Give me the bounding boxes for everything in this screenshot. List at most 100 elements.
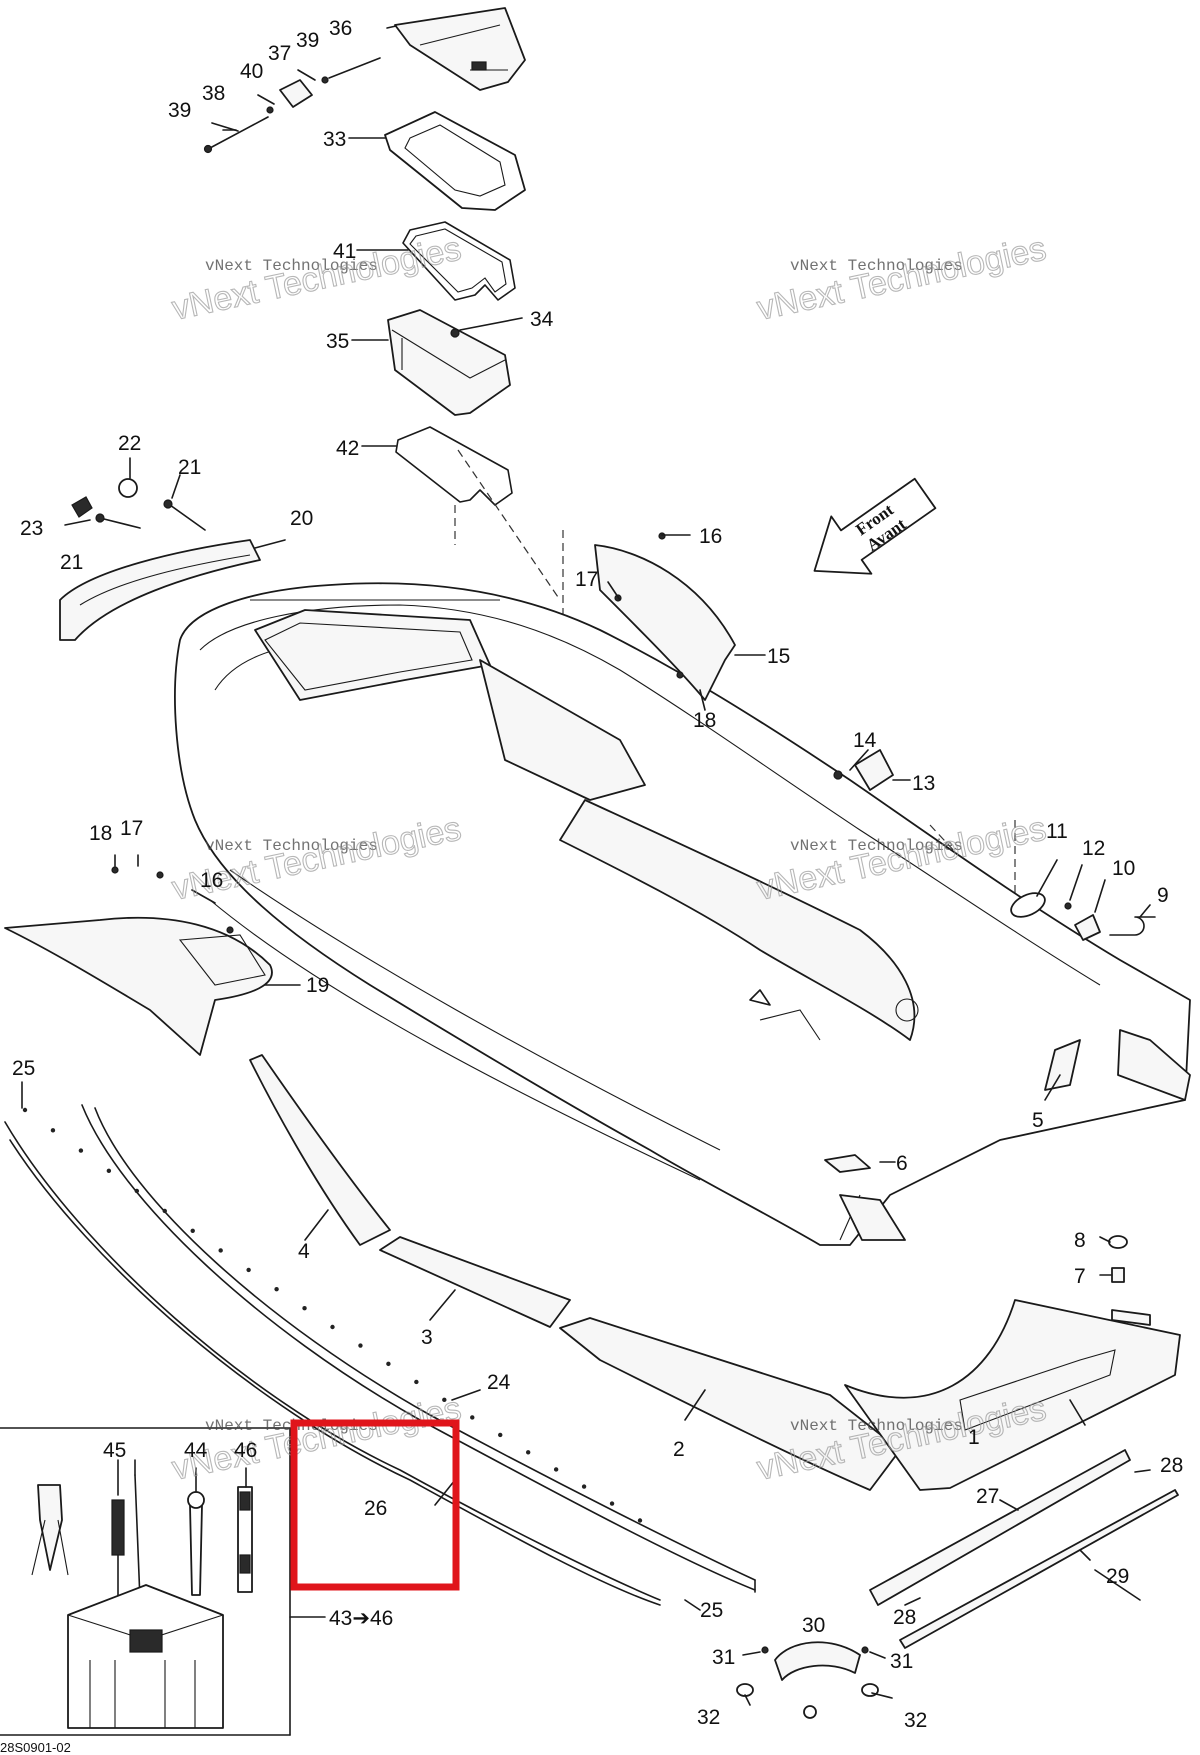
label-18b: 18 (89, 822, 112, 845)
rail-screw (134, 1188, 140, 1194)
rail-screw (414, 1379, 419, 1385)
svg-text:vNext Technologies: vNext Technologies (790, 257, 963, 275)
rail-screw (330, 1324, 335, 1330)
label-26: 26 (364, 1497, 387, 1520)
label-45: 45 (103, 1439, 126, 1462)
label-39b: 39 (296, 29, 319, 52)
label-30: 30 (802, 1614, 825, 1637)
rail-screws-25 (22, 1107, 643, 1523)
tool-pouch-icon (67, 1584, 224, 1729)
deck-mat-4 (249, 1054, 391, 1246)
label-15: 15 (767, 645, 790, 668)
grab-handle-20 (59, 539, 286, 641)
label-11: 11 (1046, 820, 1068, 843)
front-direction-arrow: Front Avant (813, 477, 937, 575)
label-23: 23 (20, 517, 43, 540)
svg-text:vNext Technologies: vNext Technologies (205, 257, 378, 275)
hardware-9-12 (1010, 892, 1156, 941)
rail-screw (525, 1450, 531, 1455)
label-42: 42 (336, 437, 359, 460)
label-35: 35 (326, 330, 349, 353)
label-31a: 31 (712, 1646, 735, 1669)
storage-cover-36 (386, 7, 526, 91)
label-1: 1 (968, 1426, 980, 1449)
label-41: 41 (333, 240, 356, 263)
rail-screw (302, 1306, 307, 1311)
label-22: 22 (118, 432, 141, 455)
rail-screw (498, 1432, 503, 1438)
storage-bin-35 (351, 309, 523, 416)
rail-screw (637, 1518, 643, 1523)
label-21a: 21 (178, 456, 201, 479)
rail-screw (190, 1228, 195, 1233)
rail-screw (581, 1484, 587, 1489)
label-8: 8 (1074, 1229, 1086, 1252)
rail-screw (106, 1168, 112, 1174)
tool-kit-inset (0, 1427, 326, 1736)
label-16b: 16 (200, 869, 223, 892)
bracket-13 (833, 749, 911, 791)
rub-rail-29 (899, 1489, 1179, 1649)
label-25b: 25 (700, 1599, 723, 1622)
label-17b: 17 (120, 817, 143, 840)
rail-screw (78, 1148, 84, 1153)
label-18a: 18 (693, 709, 716, 732)
label-9: 9 (1157, 884, 1169, 907)
deck-body (174, 582, 1191, 1246)
label-19: 19 (306, 974, 329, 997)
svg-text:vNext Technologies: vNext Technologies (790, 837, 963, 855)
stern-cap-30 (736, 1641, 879, 1719)
label-36: 36 (329, 17, 352, 40)
storage-frame-33 (348, 111, 526, 211)
rail-screw (386, 1361, 391, 1367)
label-4: 4 (298, 1240, 310, 1263)
rail-screw (442, 1397, 447, 1403)
side-panel-19 (4, 866, 301, 1056)
rail-screw (609, 1501, 615, 1506)
rail-screw (358, 1343, 363, 1348)
hardware-21-23 (71, 478, 206, 531)
pliers-icon (31, 1484, 69, 1576)
rail-screw (22, 1107, 28, 1113)
label-10: 10 (1112, 857, 1135, 880)
label-16a: 16 (699, 525, 722, 548)
rail-screw (553, 1467, 559, 1472)
svg-text:vNext Technologies: vNext Technologies (169, 1389, 465, 1487)
wrench-icon (187, 1491, 205, 1596)
rail-screw (274, 1286, 279, 1292)
rail-screw (218, 1248, 223, 1253)
label-25a: 25 (12, 1057, 35, 1080)
svg-text:vNext Technologies: vNext Technologies (754, 229, 1050, 327)
leader-lines (21, 69, 1151, 1706)
label-17a: 17 (575, 568, 598, 591)
label-6: 6 (896, 1152, 908, 1175)
label-32a: 32 (697, 1706, 720, 1729)
label-21b: 21 (60, 551, 83, 574)
deck-mat-2 (559, 1317, 901, 1491)
highlight-box-part-26 (290, 1419, 460, 1591)
rail-screw (246, 1267, 251, 1273)
deck-mat-3 (379, 1236, 571, 1328)
rail-screw (162, 1208, 167, 1214)
label-28b: 28 (893, 1606, 916, 1629)
label-31b: 31 (890, 1650, 913, 1673)
label-kit-43-46: 43➔46 (329, 1607, 393, 1630)
small-hardware-37-40 (203, 57, 381, 154)
label-28a: 28 (1160, 1454, 1183, 1477)
label-14: 14 (853, 729, 877, 752)
label-46: 46 (234, 1439, 257, 1462)
label-37: 37 (268, 42, 291, 65)
fastener-7-8 (1108, 1235, 1151, 1326)
gasket-41 (356, 221, 516, 301)
deck-mat-1 (844, 1299, 1181, 1491)
label-32b: 32 (904, 1709, 927, 1732)
label-3: 3 (421, 1326, 433, 1349)
label-24: 24 (487, 1371, 511, 1394)
label-40: 40 (240, 60, 263, 83)
label-7: 7 (1074, 1265, 1086, 1288)
label-39a: 39 (168, 99, 191, 122)
gasket-42 (361, 426, 513, 506)
label-29: 29 (1106, 1565, 1129, 1588)
label-33: 33 (323, 128, 346, 151)
label-20: 20 (290, 507, 313, 530)
